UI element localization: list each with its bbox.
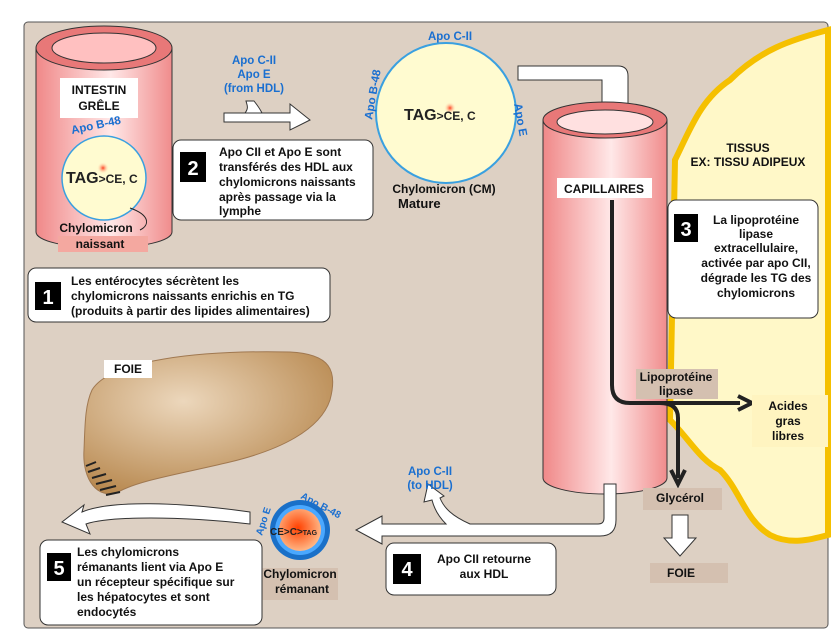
nascent-content: TAG>CE, C [66,170,138,187]
glycerol-destination: FOIE [667,566,695,580]
glycerol-box [643,488,722,510]
fatty-acids-label: Acides [768,399,808,413]
svg-text:lymphe: lymphe [219,204,261,218]
liver-label: FOIE [114,362,142,376]
glycerol-pathway [659,401,680,478]
remnant-label: rémanant [275,582,329,596]
svg-text:les hépatocytes et sont: les hépatocytes et sont [77,590,210,604]
svg-text:transférés des HDL aux: transférés des HDL aux [219,160,353,174]
lipase-label-box [636,369,718,399]
capillary-label: CAPILLAIRES [564,182,644,196]
step-badge [47,553,71,581]
step-3-box: 3 La lipoprotéine lipase extracellulaire… [667,199,819,319]
step-badge [674,214,698,242]
liver-shape [83,351,334,495]
remnant-core [279,509,321,551]
svg-text:4: 4 [401,559,413,581]
glycerol-destination-box [650,563,728,583]
mature-content: TAG>CE, C [404,107,476,124]
nascent-label-bg [58,236,148,252]
return-apo-label: (to HDL) [407,480,453,492]
nascent-label: naissant [76,237,125,251]
tissue-label: EX: TISSU ADIPEUX [691,155,806,169]
receptor-hatch-marks [85,461,121,496]
lipase-label: Lipoprotéine [640,370,713,384]
transfer-apo-label: Apo E [237,69,271,81]
svg-text:activée par apo CII,: activée par apo CII, [701,256,810,270]
transfer-apo-label: (from HDL) [224,83,284,95]
nascent-chylomicron [61,135,147,221]
return-apo-label: Apo C-II [408,466,452,478]
fatty-acids-label: gras [775,414,801,428]
core-dot [97,162,109,174]
liver-label-box [104,360,152,378]
remnant-label: Chylomicron [263,567,336,581]
mature-label: Chylomicron (CM) [392,182,495,196]
svg-text:dégrade les TG des: dégrade les TG des [701,271,812,285]
fatty-acid-pathway [610,200,740,405]
svg-text:Apo CII et Apo E sont: Apo CII et Apo E sont [219,145,341,159]
nascent-label: Chylomicron [59,221,132,235]
svg-text:un récepteur spécifique sur: un récepteur spécifique sur [77,575,235,589]
step-2-box: 2 Apo CII et Apo E sont transférés des H… [172,139,374,221]
remnant-label-box [258,568,338,600]
apo-cii-label: Apo C-II [428,31,472,43]
lipase-label: lipase [659,384,693,398]
svg-text:après passage via la: après passage via la [219,190,336,204]
step-4-box: 4 Apo CII retourne aux HDL [385,542,557,596]
svg-text:3: 3 [680,219,691,241]
remnant-content: CE>C>TAG [270,527,318,538]
mature-chylomicron [375,42,517,184]
svg-text:La lipoprotéine: La lipoprotéine [713,213,799,227]
svg-text:extracellulaire,: extracellulaire, [714,241,798,255]
apo-e-label: Apo E [511,102,529,137]
svg-text:Les chylomicrons: Les chylomicrons [77,545,179,559]
svg-text:(produits à partir des lipide: (produits à partir des lipides alimentai… [71,304,310,318]
capillary-cylinder [542,101,668,495]
svg-text:endocytés: endocytés [77,605,137,619]
step-1-box: 1 Les entérocytes sécrètent les chylomic… [27,267,331,323]
tissue-label: TISSUS [726,141,769,155]
svg-text:Les entérocytes sécrètent les: Les entérocytes sécrètent les [71,274,239,288]
svg-text:lipase: lipase [739,227,773,241]
mature-label: Mature [398,196,441,211]
down-arrow [662,514,698,557]
capillary-label-box [557,178,652,198]
svg-text:rémanants lient via Apo E: rémanants lient via Apo E [77,560,223,574]
arrowhead [669,469,687,489]
pointer-arrow [129,207,148,231]
step-badge [180,152,206,182]
svg-text:5: 5 [53,558,64,580]
glycerol-label: Glycérol [656,491,704,505]
svg-text:chylomicrons: chylomicrons [717,286,795,300]
return-arrow [354,483,617,545]
step-badge [393,554,421,584]
svg-text:aux HDL: aux HDL [460,567,509,581]
svg-text:Apo CII retourne: Apo CII retourne [437,552,531,566]
fatty-acids-label: libres [772,429,804,443]
fatty-acids-box [752,395,828,447]
intestine-label: INTESTIN [72,83,127,97]
intestine-label-box [60,78,138,118]
transfer-arrow [223,100,311,131]
svg-text:1: 1 [42,287,53,309]
intestine-label: GRÊLE [78,98,119,113]
transfer-apo-label: Apo C-II [232,55,276,67]
svg-text:chylomicrons naissants enrichi: chylomicrons naissants enrichis en TG [71,289,294,303]
svg-text:2: 2 [187,158,198,180]
svg-text:chylomicrons naissants: chylomicrons naissants [219,175,356,189]
step-5-box: 5 Les chylomicrons rémanants lient via A… [39,539,263,626]
to-liver-arrow [61,503,251,535]
core-dot [444,102,456,114]
step-badge [35,282,61,310]
